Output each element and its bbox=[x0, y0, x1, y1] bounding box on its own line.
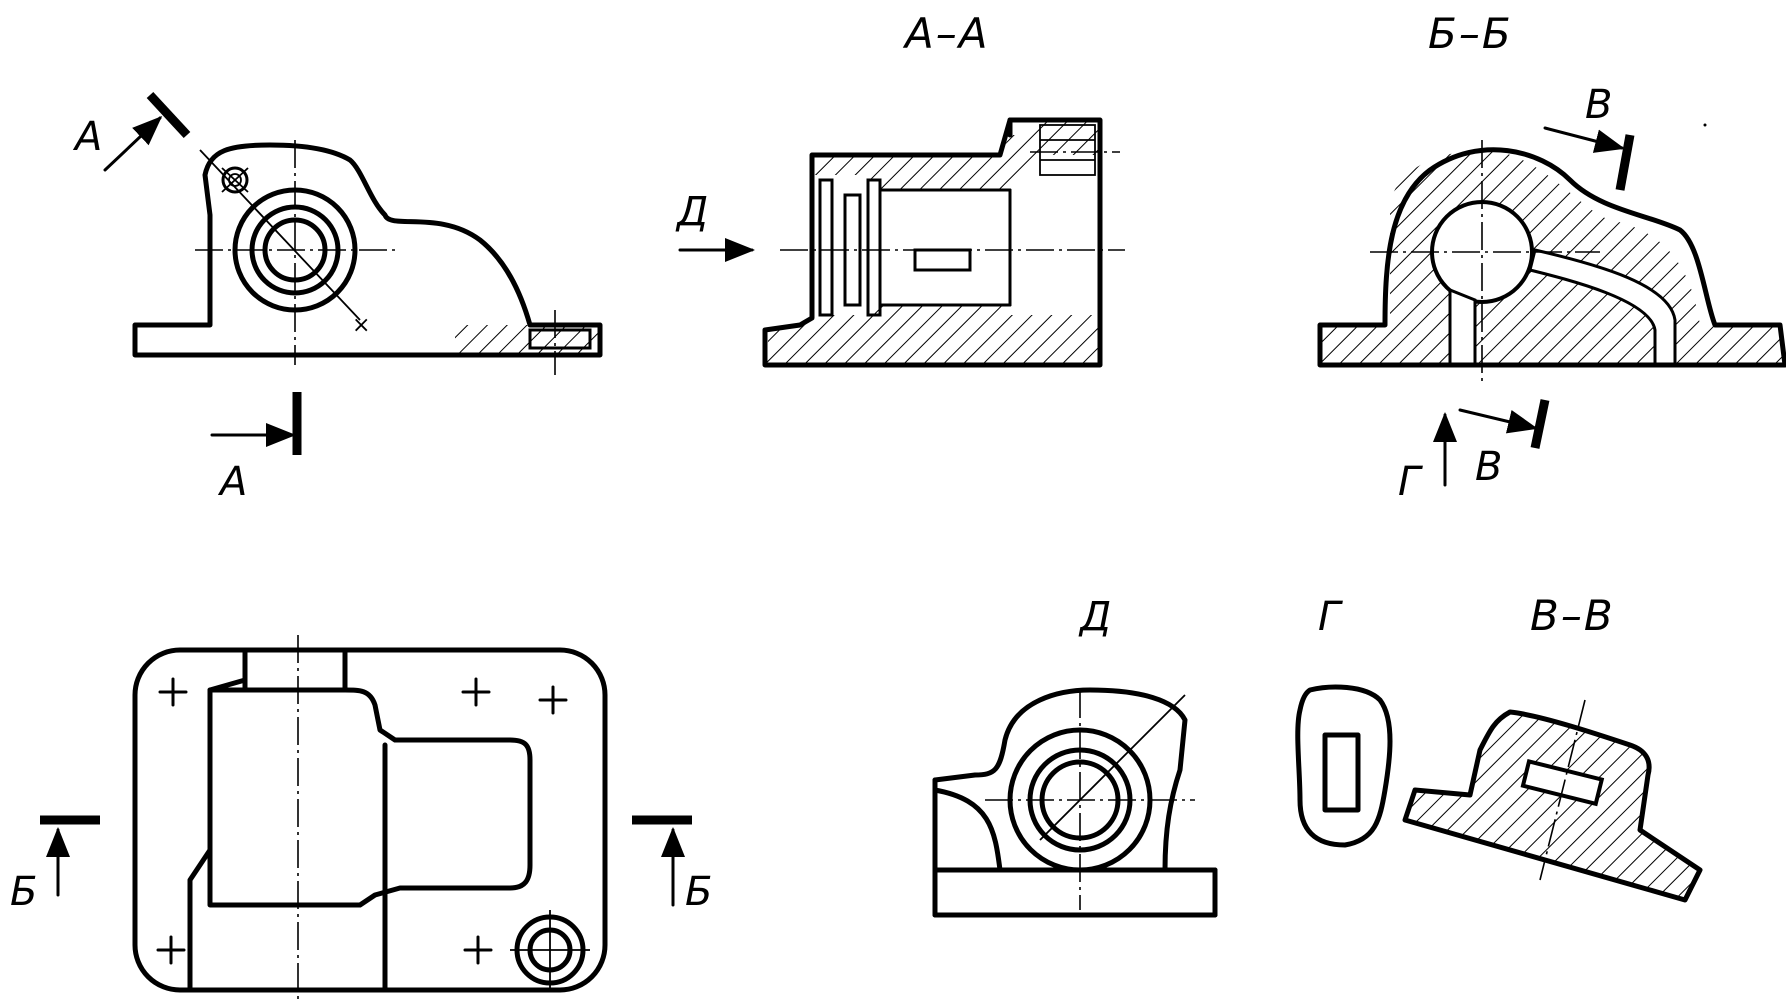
section-bb-outline bbox=[1317, 147, 1786, 368]
cut-v-top-arrow bbox=[1543, 126, 1625, 153]
view-g-outline bbox=[1295, 684, 1393, 848]
top-view-body bbox=[207, 687, 533, 908]
top-view-center-marks bbox=[156, 677, 568, 965]
cut-v-top-label: В bbox=[1585, 82, 1612, 128]
top-view-outline bbox=[132, 647, 608, 993]
section-aa-slot bbox=[913, 248, 972, 272]
cut-a-top-arrow bbox=[103, 115, 163, 172]
cut-b-left-label: Б bbox=[10, 869, 37, 915]
cut-plane-a-top: А bbox=[72, 91, 191, 172]
section-aa-groove-3 bbox=[866, 178, 882, 317]
cut-d-label: Д bbox=[675, 189, 708, 235]
section-vv-slot bbox=[1520, 758, 1605, 807]
cut-v-top-mark bbox=[1615, 134, 1635, 191]
view-d: Д bbox=[932, 594, 1218, 918]
cut-v-bottom-label: В bbox=[1475, 444, 1502, 490]
section-bb: Б–Б В В Г bbox=[1317, 9, 1786, 505]
section-aa-title: А–А bbox=[902, 9, 989, 58]
view-d-title: Д bbox=[1078, 594, 1111, 640]
top-view-boss-outline bbox=[187, 677, 248, 993]
cut-b-right-label: Б bbox=[685, 869, 712, 915]
cut-a-top-label: А bbox=[72, 114, 102, 160]
front-view-slot bbox=[528, 328, 592, 350]
top-view-tab bbox=[242, 647, 348, 693]
view-d-body bbox=[932, 687, 1188, 873]
view-d-section-line bbox=[1039, 694, 1186, 841]
section-aa: А–А Д bbox=[675, 9, 1125, 368]
section-bb-title: Б–Б bbox=[1428, 9, 1513, 58]
cut-g-label: Г bbox=[1398, 459, 1423, 505]
section-aa-hatch-bottom bbox=[765, 305, 1100, 365]
section-vv-outline bbox=[1402, 709, 1703, 903]
section-bb-channel bbox=[1448, 287, 1477, 367]
section-vv: В–В bbox=[1402, 591, 1703, 903]
section-vv-axis bbox=[1539, 699, 1586, 881]
front-section-line bbox=[199, 149, 361, 321]
front-oil-hole bbox=[221, 166, 249, 194]
cut-plane-a-bottom: А bbox=[210, 392, 302, 505]
section-vv-hatch bbox=[1405, 712, 1700, 900]
stray-dot bbox=[1703, 123, 1707, 127]
front-oil-hole-inner bbox=[228, 173, 242, 187]
view-g-title: Г bbox=[1318, 594, 1343, 640]
front-cross-mark: × bbox=[352, 313, 370, 338]
section-bb-passage bbox=[1528, 248, 1677, 367]
view-g-slot bbox=[1322, 732, 1361, 813]
front-view-outline bbox=[132, 142, 603, 358]
cut-v-bottom-arrow bbox=[1458, 408, 1538, 434]
cut-a-bottom-label: А bbox=[217, 459, 247, 505]
top-view: Б Б bbox=[10, 635, 712, 1000]
section-aa-outline bbox=[762, 117, 1103, 368]
front-view: × bbox=[132, 140, 603, 375]
section-aa-groove-1 bbox=[818, 178, 834, 317]
view-g: Г bbox=[1295, 594, 1393, 848]
section-vv-title: В–В bbox=[1530, 591, 1615, 640]
front-oil-cross-2 bbox=[221, 167, 249, 193]
cut-a-top-mark bbox=[146, 91, 191, 139]
cut-v-bottom-mark bbox=[1530, 399, 1550, 449]
section-aa-thread bbox=[1039, 124, 1096, 176]
